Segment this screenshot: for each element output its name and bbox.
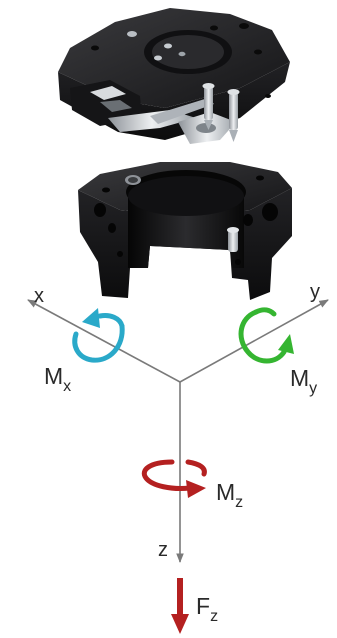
upper-gripper-part xyxy=(58,8,290,144)
lower-base-part xyxy=(78,162,292,300)
my-label: My xyxy=(290,365,317,397)
mx-label: Mx xyxy=(44,363,71,395)
my-moment-arrow xyxy=(238,307,294,364)
fz-label: Fz xyxy=(196,593,218,625)
y-axis-line xyxy=(179,299,329,383)
z-axis-label: z xyxy=(158,539,168,561)
fz-force-arrow xyxy=(171,578,189,634)
x-axis-label: x xyxy=(34,285,44,307)
y-axis-label: y xyxy=(310,281,320,303)
x-axis-line xyxy=(27,299,181,383)
mz-label: Mz xyxy=(216,479,243,511)
mx-moment-arrow xyxy=(72,308,125,363)
coordinate-axes xyxy=(27,299,329,563)
mz-moment-arrow xyxy=(141,459,207,498)
